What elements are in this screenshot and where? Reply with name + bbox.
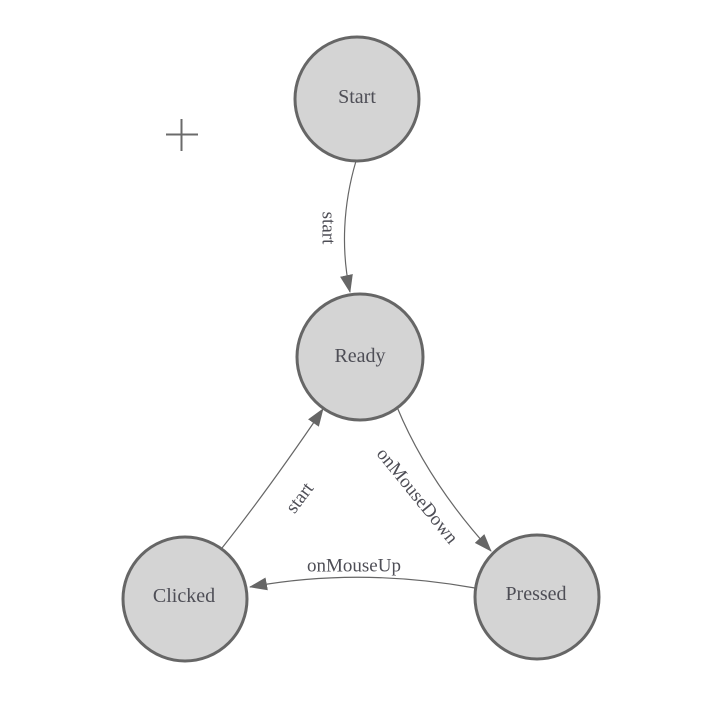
node-pressed[interactable]: Pressed <box>473 533 601 661</box>
edge-ready-to-pressed[interactable]: onMouseDown <box>372 406 492 552</box>
node-clicked[interactable]: Clicked <box>121 535 249 663</box>
plus-icon[interactable] <box>166 119 198 151</box>
edge-pressed-to-clicked[interactable]: onMouseUp <box>249 556 476 591</box>
edge-clicked-to-ready-path[interactable] <box>221 408 324 549</box>
edge-clicked-to-ready[interactable]: start <box>221 408 324 549</box>
node-clicked-label: Clicked <box>153 585 215 607</box>
node-start[interactable]: Start <box>293 35 421 163</box>
node-ready-label: Ready <box>334 345 385 367</box>
edge-start-to-ready-label: start <box>318 212 339 245</box>
edge-clicked-to-ready-label: start <box>282 478 319 517</box>
edge-pressed-to-clicked-label: onMouseUp <box>307 556 401 577</box>
node-ready-circle[interactable] <box>295 292 425 422</box>
edge-start-to-ready-path[interactable] <box>340 160 357 293</box>
node-ready[interactable]: Ready <box>295 292 425 422</box>
node-clicked-circle[interactable] <box>121 535 249 663</box>
edge-start-to-ready[interactable]: start <box>318 160 357 293</box>
node-pressed-circle[interactable] <box>473 533 601 661</box>
edge-ready-to-pressed-path[interactable] <box>396 406 492 552</box>
node-start-label: Start <box>338 86 376 108</box>
edge-pressed-to-clicked-path[interactable] <box>249 576 476 591</box>
node-start-circle[interactable] <box>293 35 421 163</box>
edge-ready-to-pressed-label: onMouseDown <box>372 444 462 549</box>
node-pressed-label: Pressed <box>505 583 566 605</box>
